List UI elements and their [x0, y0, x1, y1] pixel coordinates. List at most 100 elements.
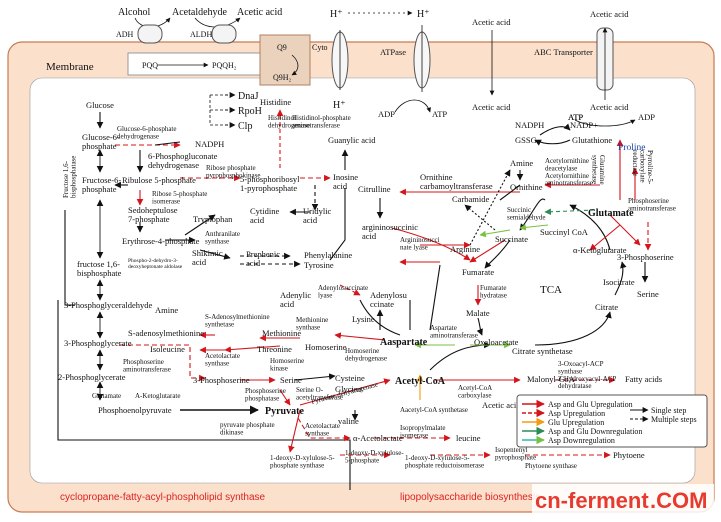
node-homoserine: Homoserine — [305, 342, 347, 352]
node-ornithine: Ornithine — [510, 182, 543, 192]
acetic-mid-inner: Acetic acid — [472, 102, 511, 112]
node-gssg: GSSG — [515, 135, 537, 145]
node-valine: valine — [338, 416, 359, 426]
node-p3ser: 3-Phosphoserine — [193, 375, 250, 385]
node-f6p: Fructose-6-phosphate — [82, 175, 121, 194]
legend-step-label: Multiple steps — [651, 415, 697, 424]
node-arginine: Arginine — [450, 244, 480, 254]
dnaj-label: DnaJ — [238, 91, 259, 102]
footer-right: lipopolysaccharide biosynthesis — [400, 492, 540, 503]
node-atp-r: ATP — [568, 112, 583, 122]
node-fumarate: Fumarate — [462, 267, 494, 277]
adh-label: ADH — [116, 30, 134, 39]
node-pyruvate: Pyruvate — [265, 406, 304, 417]
node-cysteine: Cysteine — [335, 373, 365, 383]
node-tyr: Tyrosine — [304, 260, 334, 270]
node-amine-r: Amine — [510, 158, 533, 168]
node-nadph-l: NADPH — [195, 139, 224, 149]
legend-box — [516, 394, 708, 448]
footer-left: cyclopropane-fatty-acyl-phospholipid syn… — [60, 492, 266, 503]
adp-2: ADP — [638, 112, 655, 122]
node-glutathione: Glutathione — [572, 135, 612, 145]
adh-enzyme — [137, 24, 163, 44]
cyto-label: Cyto — [312, 43, 328, 52]
node-sam: S-adenosylmethionine — [128, 328, 204, 338]
node-e4p: Erythrose-4-phosphate — [122, 236, 200, 246]
node-tryptophan: Tryptophan — [193, 214, 233, 224]
legend-item-label: Glu Upregulation — [548, 418, 604, 427]
atpase-label: ATPase — [380, 47, 406, 57]
legend-item-label: Asp Upregulation — [548, 409, 605, 418]
node-tca: TCA — [540, 284, 562, 296]
node-aspartate: Aaspartate — [380, 337, 428, 348]
legend-item-label: Asp Downregulation — [548, 436, 615, 445]
node-threonine: Threonine — [257, 344, 292, 354]
legend-item-label: Asp and Glu Upregulation — [548, 400, 633, 409]
node-acetolactate: α-Acetolactate — [353, 433, 403, 443]
node-malcoa: Malonyl-CoA — [527, 374, 576, 384]
node-proline: Proline — [618, 143, 645, 153]
node-gln-syn: Glutaminesynthetase — [591, 155, 606, 185]
node-fatty: Fatty acids — [625, 374, 662, 384]
alcohol-label: Alcohol — [118, 7, 150, 18]
watermark: cn-ferment .COM — [532, 484, 714, 518]
q9-box — [259, 34, 311, 86]
node-leucine: leucine — [456, 433, 481, 443]
node-nadph-r: NADPH — [515, 120, 544, 130]
node-succinate: Succinate — [495, 234, 528, 244]
h-plus-inner: H⁺ — [333, 100, 346, 111]
pqqh2-label: PQQH₂ — [212, 61, 237, 70]
node-nadp: NADP+ — [570, 120, 598, 130]
watermark-text-a: cn-ferment — [535, 488, 649, 513]
node-g3p: 3-Phosphoglyceraldehyde — [64, 300, 153, 310]
node-acs: Aacetyl-CoA synthetase — [400, 406, 468, 414]
node-dxs: 1-deoxy-D-xylulose-5-phosphate synthase — [270, 454, 335, 469]
node-citrate: Citrate — [595, 302, 618, 312]
abc-label: ABC Transporter — [534, 47, 593, 57]
node-dahp: Phospho-2-dehydro-3-deoxyheptonate aldol… — [128, 258, 183, 270]
q9h2-label: Q9H₂ — [273, 73, 292, 82]
abc-transporter-module: Acetic acid Acetic acid ABC Transporter … — [472, 9, 655, 127]
node-dxp: 1-deoxy-D-xylulose-5-phosphate — [345, 449, 404, 464]
node-guanylic: Guanylic acid — [328, 135, 376, 145]
oxidation-module: Alcohol Acetaldehyde Acetic acid ADH ALD… — [116, 7, 328, 86]
membrane-label: Membrane — [46, 61, 94, 73]
acetic-right-inner: Acetic acid — [590, 102, 629, 112]
atp-2: ATP — [568, 112, 583, 122]
node-succoa: Succinyl CoA — [540, 227, 589, 237]
node-r5p: Ribulose 5-phosphate — [122, 175, 196, 185]
node-glutamate: Glutamate — [588, 208, 634, 219]
stress-proteins: DnaJ RpoH Clp — [209, 91, 262, 132]
node-sat: Serine O-acetyltransferase — [296, 386, 343, 401]
h-plus-right: H⁺ — [417, 9, 430, 20]
node-p5cr: Pyrroline-5-carboxylatereductase — [631, 150, 654, 185]
node-citrulline: Citrulline — [358, 184, 391, 194]
node-carbamide: Carbamide — [452, 194, 490, 204]
node-fbp: fructose 1,6-bisphosphate — [77, 259, 122, 278]
legend-item-label: Asp and Glu Downregulation — [548, 427, 642, 436]
acetic-right-top: Acetic acid — [590, 9, 629, 19]
